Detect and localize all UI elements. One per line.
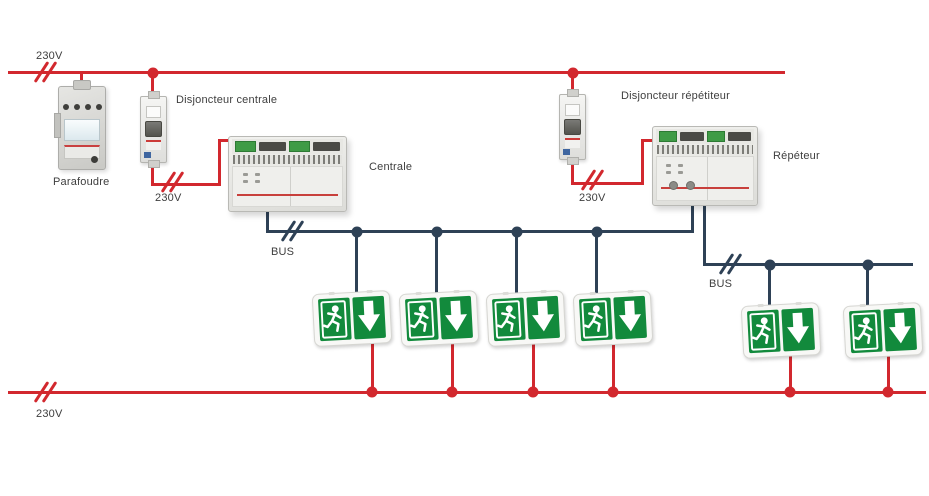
- voltage-label-bottom: 230V: [36, 408, 63, 420]
- breaker-clip: [144, 152, 151, 158]
- central-breaker-device: [140, 96, 167, 163]
- repeater-unit-feed-hook: [641, 139, 654, 142]
- junction-dot: [446, 386, 458, 398]
- repeater-bus-in: [691, 206, 694, 233]
- module-terminal-row: [233, 155, 342, 164]
- running-man-exit-icon: [491, 295, 561, 341]
- junction-dot: [764, 259, 776, 271]
- emergency-exit-sign: [842, 301, 924, 360]
- breaker-label-strip: [565, 138, 580, 148]
- junction-dot: [351, 226, 363, 238]
- junction-dot: [511, 226, 523, 238]
- breaker-clip: [563, 149, 570, 155]
- sign4-mains-riser: [612, 342, 615, 394]
- double-slash-break-icon: [33, 58, 59, 86]
- double-slash-break-icon: [280, 217, 306, 245]
- central-unit-feed-hook: [218, 139, 230, 142]
- sign1-mains-riser: [371, 342, 374, 394]
- repeater-bus-line: [703, 263, 913, 266]
- double-slash-break-icon: [580, 166, 606, 194]
- junction-dot: [882, 386, 894, 398]
- double-slash-break-icon: [718, 250, 744, 278]
- bus-label-repeater: BUS: [709, 278, 733, 290]
- double-slash-break-icon: [33, 378, 59, 406]
- junction-dot: [567, 67, 579, 79]
- surge-protector-label: Parafoudre: [53, 176, 110, 188]
- central-unit-feed-wire-v: [218, 140, 221, 186]
- surge-protector-label-strip: [64, 145, 100, 159]
- module-terminal-row: [657, 145, 753, 154]
- central-unit-label: Centrale: [369, 161, 413, 173]
- running-man-exit-icon: [317, 295, 387, 341]
- breaker-toggle: [564, 119, 581, 135]
- junction-dot: [431, 226, 443, 238]
- junction-dot: [784, 386, 796, 398]
- emergency-exit-sign: [572, 289, 654, 348]
- sign6-bus-drop: [866, 265, 869, 307]
- mains-top-line: [8, 71, 785, 74]
- module-face: [656, 156, 754, 201]
- repeater-bus-out: [703, 206, 706, 266]
- sign4-bus-drop: [595, 232, 598, 294]
- sign2-mains-riser: [451, 342, 454, 394]
- breaker-window: [565, 104, 580, 116]
- breaker-window: [146, 106, 161, 118]
- running-man-exit-icon: [404, 295, 474, 341]
- sign3-bus-drop: [515, 232, 518, 294]
- breaker-label-strip: [146, 140, 161, 150]
- sign3-mains-riser: [532, 342, 535, 394]
- repeater-unit-feed-wire-h: [571, 182, 644, 185]
- central-breaker-out-wire: [151, 162, 154, 186]
- surge-protector-screw: [91, 156, 98, 163]
- mains-bottom-line: [8, 391, 926, 394]
- repeater-breaker-feed-wire: [571, 73, 574, 96]
- module-terminals: [232, 139, 343, 154]
- junction-dot: [607, 386, 619, 398]
- sign5-bus-drop: [768, 265, 771, 307]
- module-terminals: [656, 129, 754, 144]
- sign6-mains-riser: [887, 356, 890, 394]
- junction-dot: [147, 67, 159, 79]
- repeater-unit-feed-wire-v: [641, 139, 644, 185]
- surge-protector-window: [64, 119, 100, 141]
- emergency-exit-sign: [485, 289, 567, 348]
- voltage-label-top: 230V: [36, 50, 63, 62]
- central-unit-device: [228, 136, 347, 212]
- central-breaker-voltage-label: 230V: [155, 192, 182, 204]
- module-face: [232, 166, 343, 207]
- repeater-breaker-out-wire: [571, 159, 574, 185]
- emergency-exit-sign: [398, 289, 480, 348]
- running-man-exit-icon: [578, 295, 648, 341]
- central-breaker-feed-wire: [151, 73, 154, 97]
- surge-protector-device: [54, 86, 106, 170]
- emergency-exit-sign: [311, 289, 393, 348]
- sign1-bus-drop: [355, 232, 358, 294]
- junction-dot: [591, 226, 603, 238]
- junction-dot: [366, 386, 378, 398]
- repeater-breaker-label: Disjoncteur répétiteur: [621, 90, 730, 102]
- running-man-exit-icon: [848, 307, 918, 353]
- repeater-unit-device: [652, 126, 758, 206]
- sign2-bus-drop: [435, 232, 438, 294]
- central-bus-drop: [266, 211, 269, 233]
- junction-dot: [527, 386, 539, 398]
- central-breaker-label: Disjoncteur centrale: [176, 94, 278, 106]
- emergency-exit-sign: [740, 301, 822, 360]
- repeater-breaker-voltage-label: 230V: [579, 192, 606, 204]
- breaker-toggle: [145, 121, 162, 137]
- junction-dot: [862, 259, 874, 271]
- central-unit-feed-wire-h: [151, 183, 221, 186]
- sign5-mains-riser: [789, 356, 792, 394]
- bus-label-central: BUS: [271, 246, 295, 258]
- running-man-exit-icon: [746, 307, 816, 353]
- central-bus-line: [266, 230, 694, 233]
- repeater-breaker-device: [559, 94, 586, 160]
- repeater-unit-label: Répéteur: [773, 150, 820, 162]
- surge-protector-buttons: [59, 104, 105, 110]
